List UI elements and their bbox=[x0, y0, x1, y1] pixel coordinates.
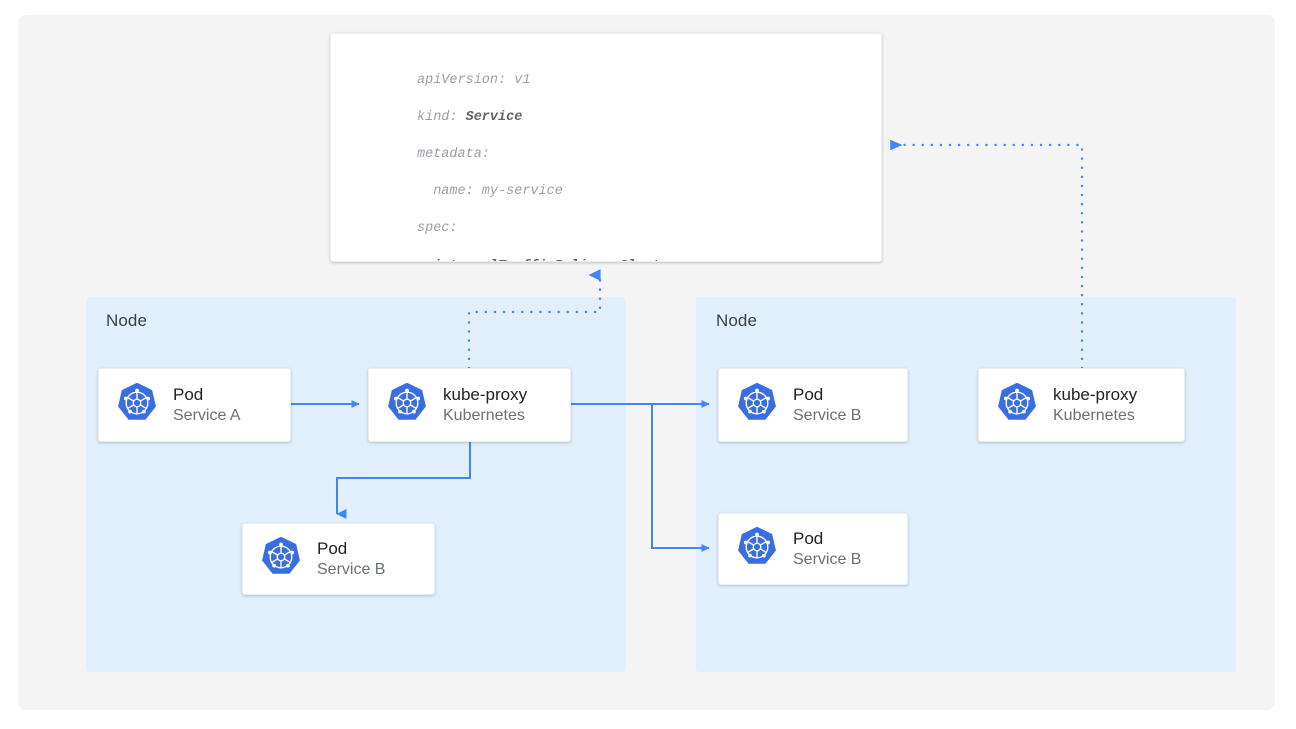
yaml-line-name: name: my-service bbox=[417, 184, 563, 200]
card-subtitle: Service B bbox=[793, 406, 862, 424]
card-pod-service-b-right-top[interactable]: Pod Service B bbox=[718, 368, 908, 442]
yaml-line-metadata: metadata: bbox=[417, 146, 490, 162]
card-title: Pod bbox=[793, 528, 824, 548]
kubernetes-logo-icon bbox=[995, 381, 1039, 430]
card-kube-proxy-right[interactable]: kube-proxy Kubernetes bbox=[978, 368, 1185, 442]
card-text: Pod Service B bbox=[317, 538, 385, 580]
node-label-right: Node bbox=[716, 311, 758, 330]
card-text: Pod Service A bbox=[173, 384, 241, 426]
kubernetes-logo-icon bbox=[735, 381, 779, 430]
card-title: kube-proxy bbox=[443, 384, 528, 404]
node-label-left: Node bbox=[106, 311, 148, 330]
card-subtitle: Kubernetes bbox=[443, 406, 525, 424]
card-pod-service-b-right-bottom[interactable]: Pod Service B bbox=[718, 513, 908, 585]
card-subtitle: Service B bbox=[317, 560, 386, 578]
service-spec-yaml: apiVersion: v1 kind: Service metadata: n… bbox=[417, 53, 749, 261]
card-title: Pod bbox=[317, 538, 348, 558]
card-title: Pod bbox=[793, 384, 824, 404]
card-text: kube-proxy Kubernetes bbox=[443, 384, 527, 426]
kubernetes-logo-icon bbox=[115, 381, 159, 430]
kubernetes-logo-icon bbox=[735, 525, 779, 574]
card-title: Pod bbox=[173, 384, 204, 404]
card-kube-proxy-left[interactable]: kube-proxy Kubernetes bbox=[368, 368, 571, 442]
yaml-value-kind: Service bbox=[465, 109, 523, 125]
card-title: kube-proxy bbox=[1053, 384, 1138, 404]
card-text: Pod Service B bbox=[793, 528, 861, 570]
kubernetes-logo-icon bbox=[385, 381, 429, 430]
yaml-key-kind: kind: bbox=[417, 109, 466, 125]
card-pod-service-b-left[interactable]: Pod Service B bbox=[242, 523, 435, 595]
yaml-line-spec: spec: bbox=[417, 221, 458, 237]
card-subtitle: Service A bbox=[173, 406, 241, 424]
node-group-left: Node bbox=[86, 297, 626, 672]
card-subtitle: Service B bbox=[793, 550, 862, 568]
card-text: kube-proxy Kubernetes bbox=[1053, 384, 1137, 426]
yaml-line-apiversion: apiVersion: v1 bbox=[417, 72, 531, 88]
yaml-line-internaltrafficpolicy: internalTrafficPolicy: Cluster bbox=[417, 258, 749, 261]
service-spec-card: apiVersion: v1 kind: Service metadata: n… bbox=[330, 33, 882, 262]
node-group-right: Node bbox=[696, 297, 1236, 672]
yaml-value-internaltrafficpolicy: internalTrafficPolicy: Cluster bbox=[417, 259, 676, 261]
card-pod-service-a[interactable]: Pod Service A bbox=[98, 368, 291, 442]
card-text: Pod Service B bbox=[793, 384, 861, 426]
yaml-line-kind: kind: Service bbox=[417, 109, 749, 128]
card-subtitle: Kubernetes bbox=[1053, 406, 1135, 424]
kubernetes-logo-icon bbox=[259, 535, 303, 584]
